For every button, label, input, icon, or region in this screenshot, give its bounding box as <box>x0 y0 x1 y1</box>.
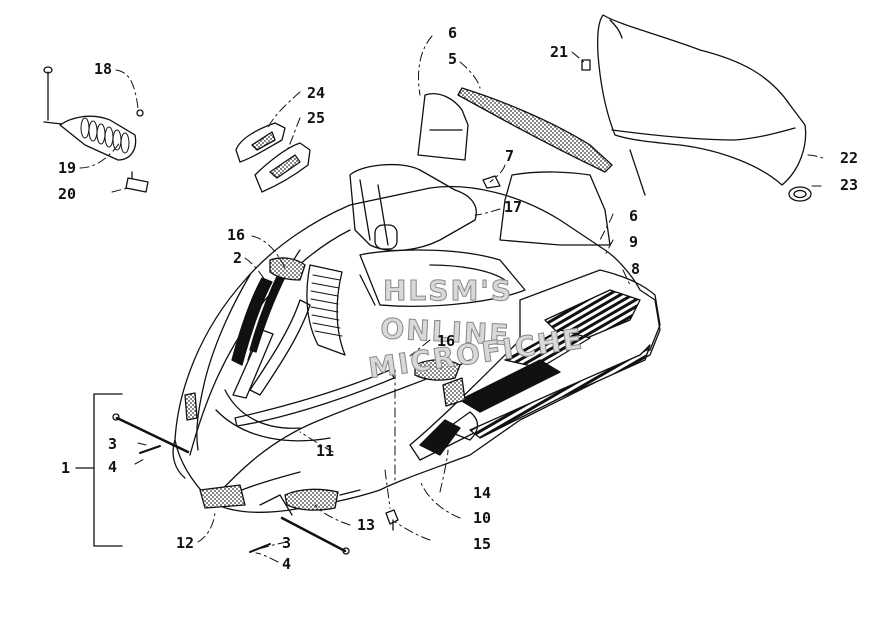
decal-left-stripe <box>231 277 273 366</box>
callout-18: 18 <box>94 60 113 78</box>
callout-16-lower: 16 <box>437 332 456 350</box>
part-21-fastener <box>581 59 591 71</box>
callout-25: 25 <box>307 109 326 127</box>
callout-11: 11 <box>316 442 335 460</box>
group-bracket <box>93 393 123 547</box>
callout-3-upper: 3 <box>108 435 118 453</box>
part-15-fastener <box>385 509 399 525</box>
callout-5: 5 <box>448 50 458 68</box>
console-vent <box>306 264 346 356</box>
callout-2: 2 <box>233 249 243 267</box>
callout-6-upper: 6 <box>448 24 458 42</box>
part-20-bracket <box>125 177 149 193</box>
callout-12: 12 <box>176 534 195 552</box>
windshield <box>597 14 807 186</box>
headlight-left <box>199 484 246 509</box>
part-19-grip <box>59 115 137 161</box>
callout-14: 14 <box>473 484 492 502</box>
callout-20: 20 <box>58 185 77 203</box>
callout-17: 17 <box>504 198 523 216</box>
headlight-right <box>284 488 339 511</box>
callout-6-lower: 6 <box>629 207 639 225</box>
callout-23: 23 <box>840 176 859 194</box>
callout-15: 15 <box>473 535 492 553</box>
watermark-line-2: ONLINE <box>380 312 512 352</box>
part-5-strip <box>457 87 613 173</box>
part-6-lower <box>499 171 611 246</box>
watermark-line-1: HLSM'S <box>383 274 513 307</box>
callout-24: 24 <box>307 84 326 102</box>
part-6-upper <box>417 93 469 161</box>
rod-upper <box>115 416 190 454</box>
part-25-trim <box>254 142 311 193</box>
callout-13: 13 <box>357 516 376 534</box>
callout-8: 8 <box>631 260 641 278</box>
callout-10: 10 <box>473 509 492 527</box>
callout-3-lower: 3 <box>282 534 292 552</box>
callout-1: 1 <box>61 459 71 477</box>
callout-4-upper: 4 <box>108 458 118 476</box>
part-24-trim <box>235 122 286 163</box>
part-23-washer <box>788 186 812 202</box>
rod-lower <box>280 516 347 553</box>
callout-9: 9 <box>629 233 639 251</box>
part-7-tab <box>482 175 501 189</box>
callout-22: 22 <box>840 149 859 167</box>
callout-19: 19 <box>58 159 77 177</box>
callout-21: 21 <box>550 43 569 61</box>
callout-4-lower: 4 <box>282 555 292 573</box>
callout-16-upper: 16 <box>227 226 246 244</box>
callout-7: 7 <box>505 147 515 165</box>
